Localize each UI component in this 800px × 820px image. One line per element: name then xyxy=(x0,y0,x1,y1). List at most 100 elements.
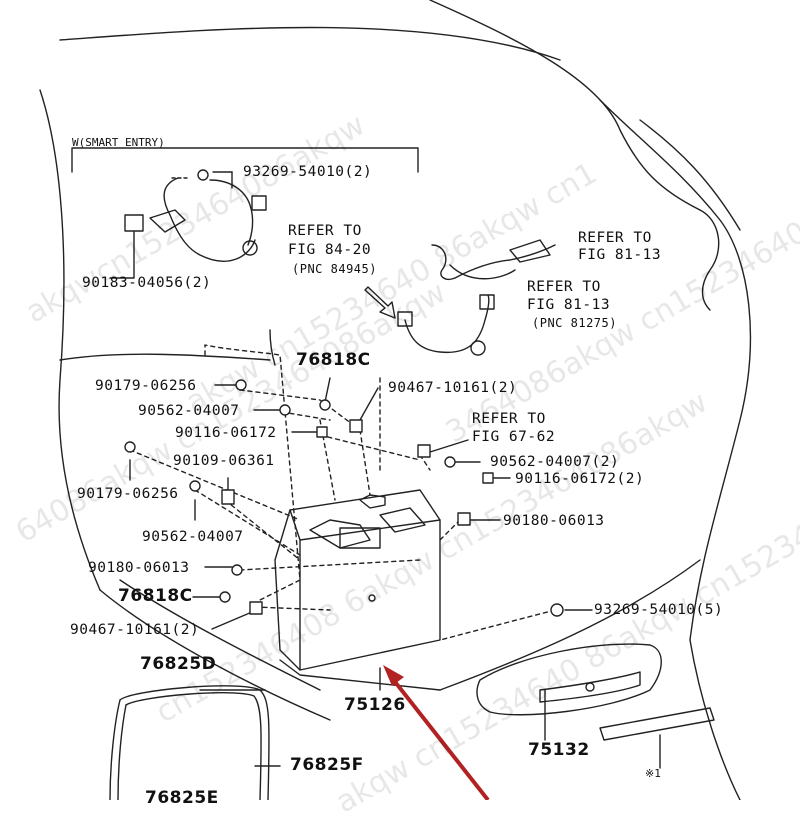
glass-edge-line xyxy=(639,119,741,231)
grommet-left xyxy=(242,240,258,256)
direction-arrow xyxy=(364,286,396,319)
bolt-90179-a xyxy=(235,379,247,391)
part-76825E: 76825E xyxy=(145,788,219,808)
weatherstrip-inner xyxy=(125,692,262,800)
bolt-90116-a xyxy=(316,426,328,438)
leader-11 xyxy=(224,499,301,561)
module-feature-1 xyxy=(309,519,371,549)
rear-lamp-edge xyxy=(699,209,720,311)
rear-bumper-line xyxy=(689,639,741,800)
part-90562-04007-b: 90562-04007 xyxy=(142,529,244,545)
panel-corner xyxy=(269,329,276,366)
bumper-line xyxy=(439,559,701,691)
part-93269-54010-5: 93269-54010(5) xyxy=(594,602,724,618)
ref-3-pnc: (PNC 81275) xyxy=(532,316,617,330)
cover-75132-strip xyxy=(539,671,641,703)
ref-1-pnc: (PNC 84945) xyxy=(292,262,377,276)
connector-left xyxy=(149,209,186,233)
nut-90180-a xyxy=(231,564,243,576)
cover-hole xyxy=(585,682,595,692)
bolt-90179-b xyxy=(124,441,136,453)
roof-line xyxy=(59,26,561,61)
rear-quarter-line xyxy=(599,99,752,641)
plate-note-1 xyxy=(599,707,715,741)
part-90179-06256-b: 90179-06256 xyxy=(77,486,179,502)
ref-1-line1: REFER TO xyxy=(288,223,362,239)
leader-12 xyxy=(319,419,336,501)
part-75126: 75126 xyxy=(344,695,406,715)
part-90180-06013-a: 90180-06013 xyxy=(88,560,190,576)
module-socket xyxy=(339,527,381,549)
ref-1-line2: FIG 84-20 xyxy=(288,242,372,258)
part-76825F: 76825F xyxy=(290,755,364,775)
nut-90180-b xyxy=(457,512,471,526)
cover-75132 xyxy=(476,643,662,716)
red-arrow xyxy=(383,665,490,800)
clip-76818C-b xyxy=(219,591,231,603)
washer-90562-c xyxy=(444,456,456,468)
ref-4-line1: REFER TO xyxy=(472,411,546,427)
left-door-line xyxy=(39,89,101,591)
lower-body-line xyxy=(99,589,331,721)
tick-11 xyxy=(359,387,379,421)
ref-3-line2: FIG 81-13 xyxy=(527,297,611,313)
part-90183-04056-2: 90183-04056(2) xyxy=(82,275,212,291)
leader-3 xyxy=(319,434,421,461)
part-90109-06361: 90109-06361 xyxy=(173,453,275,469)
module-top-edge xyxy=(289,509,441,541)
part-90179-06256-a: 90179-06256 xyxy=(95,378,197,394)
part-93269-54010-2: 93269-54010(2) xyxy=(243,164,373,180)
connector-top xyxy=(251,195,267,211)
panel-dashed-outline xyxy=(204,344,301,601)
leader-2 xyxy=(281,411,331,421)
harness-right-loop xyxy=(449,264,516,280)
tick-9 xyxy=(211,611,253,630)
module-base xyxy=(279,659,441,691)
washer-90562-b xyxy=(189,480,201,492)
tick-10 xyxy=(324,377,331,403)
washer-90562-a xyxy=(279,404,291,416)
connector-right-top xyxy=(509,239,551,263)
leader-5 xyxy=(194,489,301,556)
leader-9 xyxy=(439,519,461,541)
part-90562-04007-2: 90562-04007(2) xyxy=(490,454,620,470)
clip-76818C-a xyxy=(319,399,331,411)
lower-body-line-2 xyxy=(119,579,321,691)
connector-mid-left xyxy=(397,311,413,327)
leader-13 xyxy=(359,429,371,496)
leader-7 xyxy=(254,606,331,611)
part-76818C-b: 76818C xyxy=(118,586,193,606)
part-75132: 75132 xyxy=(528,740,590,760)
part-76825D: 76825D xyxy=(140,654,217,674)
harness-right-mid xyxy=(404,294,490,354)
part-76818C-a: 76818C xyxy=(296,350,371,370)
bolt-67-62 xyxy=(417,444,431,458)
part-90116-06172-a: 90116-06172 xyxy=(175,425,277,441)
part-90116-06172-2: 90116-06172(2) xyxy=(515,471,645,487)
module-75126 xyxy=(274,489,441,671)
ref-3-line1: REFER TO xyxy=(527,279,601,295)
ref-2-line2: FIG 81-13 xyxy=(578,247,662,263)
harness-left-2 xyxy=(209,179,254,246)
bolt-90467-a xyxy=(349,419,363,433)
bolt-90467-b xyxy=(249,601,263,615)
bolt-90116-b xyxy=(482,472,494,484)
leader-4 xyxy=(129,449,301,521)
tick-19 xyxy=(109,231,135,279)
weatherstrip-76825D xyxy=(119,685,270,800)
module-tab xyxy=(359,494,386,509)
bolt-90109 xyxy=(221,489,235,505)
harness-right-top xyxy=(431,244,556,280)
ref-2-line1: REFER TO xyxy=(578,230,652,246)
clip-90183 xyxy=(124,214,144,232)
module-feature-2 xyxy=(379,507,426,533)
leader-6 xyxy=(239,559,421,571)
smart-entry-bracket xyxy=(71,147,419,173)
module-hole xyxy=(368,594,376,602)
panel-top-line xyxy=(59,353,271,361)
clip-93269-54010-5 xyxy=(550,603,564,617)
part-90467-10161-2b: 90467-10161(2) xyxy=(70,622,200,638)
note-1: ※1 xyxy=(645,767,661,780)
weatherstrip-inner-left xyxy=(117,704,127,800)
leader-10 xyxy=(439,609,556,641)
